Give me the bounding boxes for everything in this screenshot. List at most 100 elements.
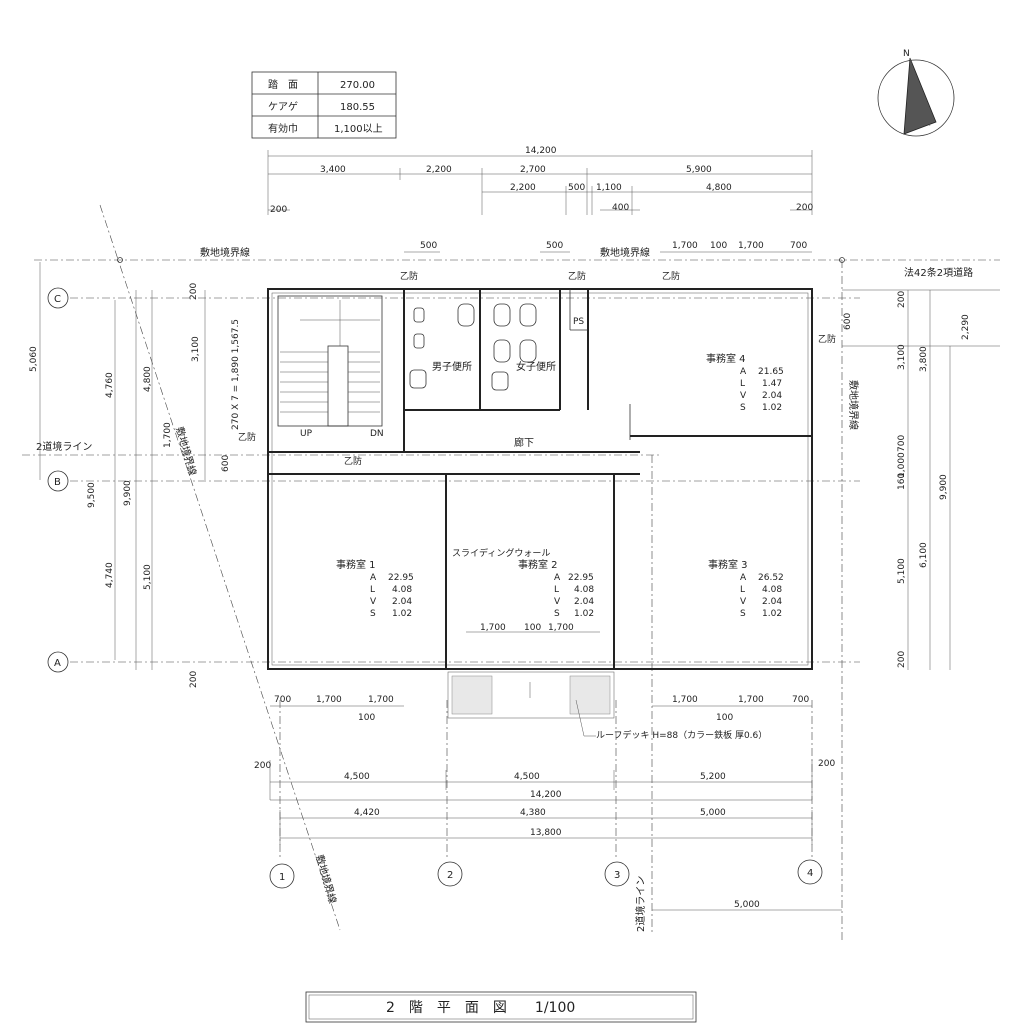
left-dim-9500: 9,500 bbox=[87, 482, 97, 508]
toilets: 男子便所 女子便所 PS bbox=[409, 303, 584, 391]
room-4-v: 2.04 bbox=[762, 391, 782, 401]
site-boundary-top-right: 敷地境界線 bbox=[600, 246, 650, 259]
grid-label-c: C bbox=[54, 294, 61, 305]
bottom-dim-4420: 4,420 bbox=[354, 808, 380, 818]
room-4-s-key: S bbox=[740, 403, 746, 413]
bottom-overall: 14,200 bbox=[530, 790, 562, 800]
corridor-label: 廊下 bbox=[514, 436, 534, 449]
room-2: 事務室 2 A 22.95 L 4.08 V 2.04 S 1.02 スライディ… bbox=[452, 547, 600, 633]
room-2-l: 4.08 bbox=[574, 585, 594, 595]
room-1-v-key: V bbox=[370, 597, 377, 607]
roof-deck: ルーフデッキ H=88（カラー鉄板 厚0.6） bbox=[447, 671, 767, 741]
fire-door-3: 乙防 bbox=[662, 270, 680, 282]
left-dim-1700: 1,700 bbox=[163, 422, 173, 448]
stair-dn: DN bbox=[370, 429, 384, 439]
toilet-female-label: 女子便所 bbox=[516, 360, 556, 373]
win-dim-l100: 100 bbox=[358, 713, 375, 723]
left-dim-600: 600 bbox=[221, 455, 231, 472]
fire-door-6: 乙防 bbox=[818, 333, 836, 345]
top-dim-500b: 500 bbox=[546, 241, 563, 251]
room-1-s-key: S bbox=[370, 609, 376, 619]
stair-label: 270 X 7 = 1,890 1,567.5 bbox=[231, 319, 241, 430]
left-dim-3100: 3,100 bbox=[191, 336, 201, 362]
room-3-a-key: A bbox=[740, 573, 747, 583]
stair-up: UP bbox=[300, 429, 313, 439]
right-dim-700: 700 bbox=[897, 435, 907, 452]
left-dim-4800: 4,800 bbox=[143, 366, 153, 392]
room-3-a: 26.52 bbox=[758, 573, 784, 583]
info-value-1: 270.00 bbox=[340, 80, 375, 91]
right-dim-6100: 6,100 bbox=[919, 542, 929, 568]
info-label-1: 踏 面 bbox=[268, 78, 298, 91]
room-3-s-key: S bbox=[740, 609, 746, 619]
stair: 270 X 7 = 1,890 1,567.5 UP DN bbox=[231, 295, 384, 439]
drawing-title-block: 2 階 平 面 図 1/100 bbox=[305, 991, 697, 1023]
bottom-dim-200a: 200 bbox=[254, 761, 271, 771]
top-dim-700: 700 bbox=[790, 241, 807, 251]
road-dim: 2,290 bbox=[961, 314, 971, 340]
room-1-v: 2.04 bbox=[392, 597, 412, 607]
right-dim-5100: 5,100 bbox=[897, 558, 907, 584]
top-dim-500a: 500 bbox=[420, 241, 437, 251]
win-dim-r100: 100 bbox=[716, 713, 733, 723]
room-4-l-key: L bbox=[740, 379, 745, 389]
win-dim-l2: 1,700 bbox=[316, 695, 342, 705]
grid-label-b: B bbox=[54, 477, 61, 488]
room-2-v-key: V bbox=[554, 597, 561, 607]
room-2-s: 1.02 bbox=[574, 609, 594, 619]
site-boundary-bottom-rot: 敷地境界線 bbox=[313, 853, 339, 905]
bottom-overall2: 13,800 bbox=[530, 828, 562, 838]
grid-label-a: A bbox=[54, 658, 61, 669]
win-dim-r1: 1,700 bbox=[672, 695, 698, 705]
room-1-l-key: L bbox=[370, 585, 375, 595]
site-boundary-right: 敷地境界線 bbox=[847, 380, 860, 430]
right-dim-1000: 1,000 bbox=[897, 452, 907, 478]
fire-door-4: 乙防 bbox=[238, 431, 256, 443]
left-dimensions: 5,060 4,760 4,800 3,100 1,700 600 200 9,… bbox=[29, 262, 231, 688]
room-4: 事務室 4 A 21.65 L 1.47 V 2.04 S 1.02 bbox=[706, 352, 784, 413]
grid-axes: C B A 1 2 3 4 bbox=[47, 287, 860, 889]
right-dim-9900: 9,900 bbox=[939, 474, 949, 500]
left-dim-5060: 5,060 bbox=[29, 346, 39, 372]
top-dim-1700a: 1,700 bbox=[672, 241, 698, 251]
room-2-a-key: A bbox=[554, 573, 561, 583]
left-dim-4740: 4,740 bbox=[105, 562, 115, 588]
top-dim-200b: 200 bbox=[796, 203, 813, 213]
room-3-l: 4.08 bbox=[762, 585, 782, 595]
top-dimensions: 14,200 3,400 2,200 2,700 5,900 2,200 500… bbox=[267, 146, 813, 253]
bottom-dim-5200: 5,200 bbox=[700, 772, 726, 782]
top-dim-1100: 1,100 bbox=[596, 183, 622, 193]
site-boundary: 敷地境界線 敷地境界線 法42条2項道路 2,290 敷地境界線 敷地境界線 敷… bbox=[22, 204, 1000, 940]
toilet-male-label: 男子便所 bbox=[432, 360, 472, 373]
right-dim-200b: 200 bbox=[897, 651, 907, 668]
room-1: 事務室 1 A 22.95 L 4.08 V 2.04 S 1.02 bbox=[336, 558, 414, 619]
north-label: N bbox=[903, 49, 910, 59]
road-label: 法42条2項道路 bbox=[904, 266, 973, 279]
room-2-dim-2: 100 bbox=[524, 623, 541, 633]
grid-label-1: 1 bbox=[279, 872, 285, 883]
fire-door-1: 乙防 bbox=[400, 270, 418, 282]
room-4-l: 1.47 bbox=[762, 379, 782, 389]
room-2-l-key: L bbox=[554, 585, 559, 595]
bottom-5000: 5,000 bbox=[734, 900, 760, 910]
top-dim-1700b: 1,700 bbox=[738, 241, 764, 251]
info-label-3: 有効巾 bbox=[268, 122, 298, 135]
left-dim-200: 200 bbox=[189, 283, 199, 300]
drawing-title: 2 階 平 面 図 1/100 bbox=[386, 1000, 575, 1016]
win-dim-l1: 700 bbox=[274, 695, 291, 705]
room-2-v: 2.04 bbox=[574, 597, 594, 607]
bottom-dim-4380: 4,380 bbox=[520, 808, 546, 818]
right-dim-200: 200 bbox=[897, 291, 907, 308]
fire-door-5: 乙防 bbox=[344, 455, 362, 467]
room-3-l-key: L bbox=[740, 585, 745, 595]
room-4-a: 21.65 bbox=[758, 367, 784, 377]
room-2-name: 事務室 2 bbox=[518, 558, 558, 571]
bottom-dim-4500a: 4,500 bbox=[344, 772, 370, 782]
bottom-dimensions: 200 4,500 4,500 5,200 200 14,200 4,420 4… bbox=[254, 759, 835, 845]
room-4-name: 事務室 4 bbox=[706, 352, 746, 365]
top-dim-overall: 14,200 bbox=[525, 146, 557, 156]
top-dim-200a: 200 bbox=[270, 205, 287, 215]
right-dim-600: 600 bbox=[843, 313, 853, 330]
fire-door-2: 乙防 bbox=[568, 270, 586, 282]
